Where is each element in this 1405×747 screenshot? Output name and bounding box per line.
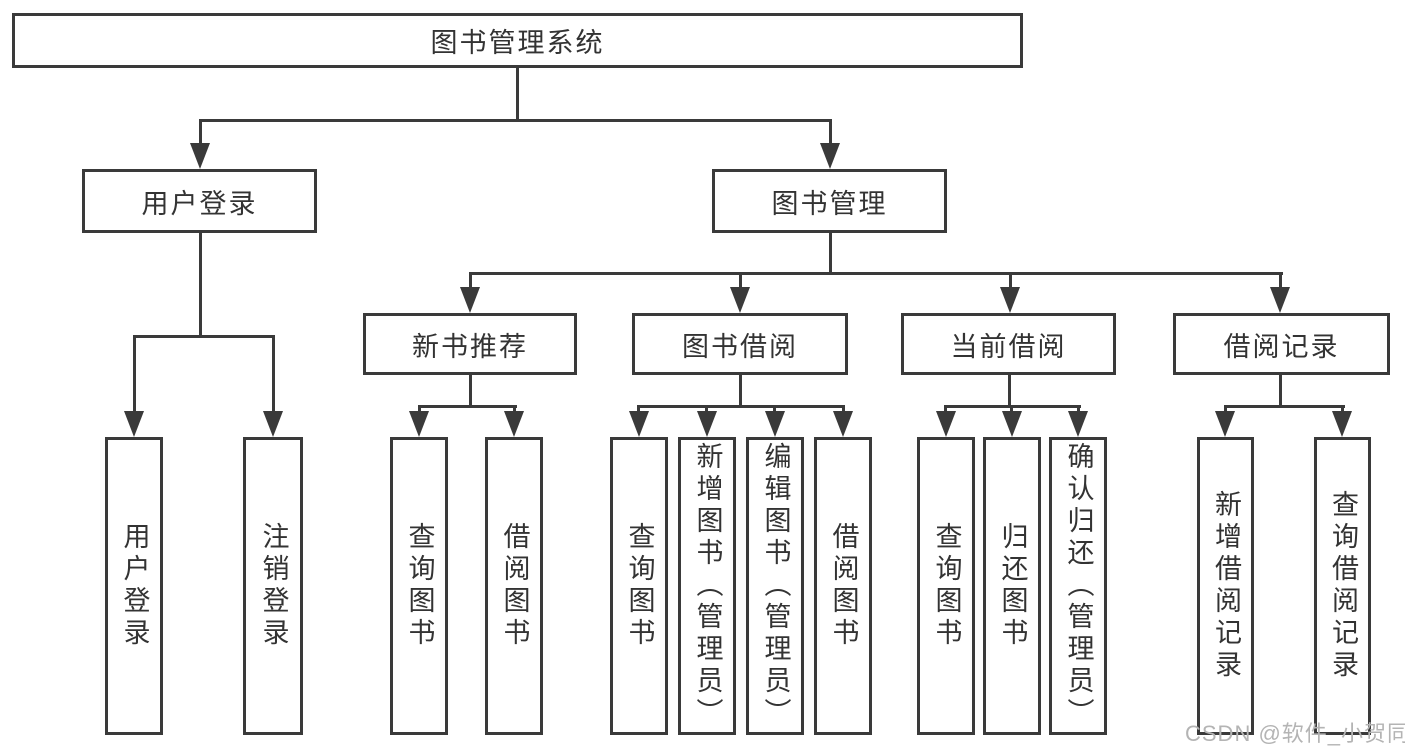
connector-to-current-borrow: [1009, 275, 1012, 291]
connector-user-login-stub: [199, 233, 202, 338]
arrow-down-icon: [1332, 411, 1352, 437]
arrow-down-icon: [1270, 287, 1290, 313]
leaf-return-books-label: 归还图书: [997, 522, 1028, 650]
leaf-borrow-books-2-label: 借阅图书: [828, 522, 859, 650]
node-book-management-label: 图书管理: [771, 188, 888, 219]
node-borrow-records: 借阅记录: [1173, 313, 1390, 375]
node-library-system: 图书管理系统: [12, 13, 1023, 68]
connector-to-borrow-records: [1279, 275, 1282, 291]
connector-to-book-borrow: [739, 275, 742, 291]
leaf-add-books-admin: 新增图书（管理员）: [678, 437, 736, 735]
arrow-down-icon: [504, 411, 524, 437]
arrow-down-icon: [1068, 411, 1088, 437]
connector-current-borrow-branch: [944, 405, 1081, 408]
arrow-down-icon: [833, 411, 853, 437]
node-book-borrow: 图书借阅: [632, 313, 848, 375]
node-book-borrow-label: 图书借阅: [682, 331, 798, 362]
arrow-down-icon: [409, 411, 429, 437]
arrow-down-icon: [629, 411, 649, 437]
connector-to-leaf-logout: [272, 338, 275, 413]
connector-user-login-branch: [133, 335, 275, 338]
leaf-logout: 注销登录: [243, 437, 303, 735]
leaf-edit-books-admin-label: 编辑图书（管理员）: [760, 442, 791, 730]
node-current-borrow-label: 当前借阅: [950, 331, 1067, 362]
arrow-down-icon: [730, 287, 750, 313]
leaf-user-login-label: 用户登录: [119, 522, 150, 650]
arrow-down-icon: [124, 411, 144, 437]
leaf-query-borrow-record-label: 查询借阅记录: [1328, 490, 1358, 682]
leaf-return-books: 归还图书: [983, 437, 1041, 735]
arrow-down-icon: [263, 411, 283, 437]
leaf-borrow-books-label: 借阅图书: [499, 522, 530, 650]
node-new-book-recommend-label: 新书推荐: [412, 331, 528, 362]
leaf-borrow-books: 借阅图书: [485, 437, 543, 735]
leaf-query-books-3-label: 查询图书: [931, 522, 962, 650]
leaf-query-books: 查询图书: [390, 437, 448, 735]
leaf-query-books-label: 查询图书: [404, 522, 435, 650]
connector-book-mgmt-stub: [829, 233, 832, 275]
connector-level2-branch: [469, 272, 1283, 275]
connector-book-borrow-branch: [637, 405, 845, 408]
arrow-down-icon: [936, 411, 956, 437]
arrow-down-icon: [460, 287, 480, 313]
leaf-query-books-2-label: 查询图书: [624, 522, 655, 650]
leaf-confirm-return-admin-label: 确认归还（管理员）: [1063, 442, 1094, 730]
node-new-book-recommend: 新书推荐: [363, 313, 577, 375]
connector-to-user-login: [199, 122, 202, 152]
node-user-login-label: 用户登录: [141, 188, 258, 219]
connector-new-book-branch: [418, 405, 517, 408]
leaf-query-books-2: 查询图书: [610, 437, 668, 735]
connector-current-borrow-stub: [1008, 375, 1011, 408]
connector-to-new-book: [469, 275, 472, 291]
arrow-down-icon: [1002, 411, 1022, 437]
leaf-query-borrow-record: 查询借阅记录: [1314, 437, 1371, 735]
arrow-down-icon: [1215, 411, 1235, 437]
connector-borrow-records-stub: [1279, 375, 1282, 408]
leaf-query-books-3: 查询图书: [917, 437, 975, 735]
arrow-down-icon: [1000, 287, 1020, 313]
leaf-add-borrow-record: 新增借阅记录: [1197, 437, 1254, 735]
leaf-user-login: 用户登录: [105, 437, 163, 735]
node-library-system-label: 图书管理系统: [430, 28, 605, 58]
arrow-down-icon: [697, 411, 717, 437]
connector-to-book-management: [829, 122, 832, 152]
leaf-add-borrow-record-label: 新增借阅记录: [1211, 490, 1241, 682]
csdn-watermark: CSDN @软件_小贺同学: [1185, 721, 1405, 746]
connector-to-leaf-user-login: [133, 338, 136, 413]
leaf-edit-books-admin: 编辑图书（管理员）: [746, 437, 804, 735]
arrow-down-icon: [820, 143, 840, 169]
node-user-login: 用户登录: [82, 169, 317, 233]
leaf-logout-label: 注销登录: [258, 522, 289, 650]
connector-borrow-records-branch: [1224, 405, 1345, 408]
leaf-confirm-return-admin: 确认归还（管理员）: [1049, 437, 1107, 735]
leaf-add-books-admin-label: 新增图书（管理员）: [692, 442, 723, 730]
node-book-management: 图书管理: [712, 169, 947, 233]
connector-book-borrow-stub: [739, 375, 742, 408]
leaf-borrow-books-2: 借阅图书: [814, 437, 872, 735]
node-current-borrow: 当前借阅: [901, 313, 1116, 375]
node-borrow-records-label: 借阅记录: [1223, 331, 1340, 362]
connector-new-book-stub: [469, 375, 472, 408]
connector-root-stub: [516, 68, 519, 121]
connector-root-branch: [199, 119, 832, 122]
arrow-down-icon: [765, 411, 785, 437]
arrow-down-icon: [190, 143, 210, 169]
